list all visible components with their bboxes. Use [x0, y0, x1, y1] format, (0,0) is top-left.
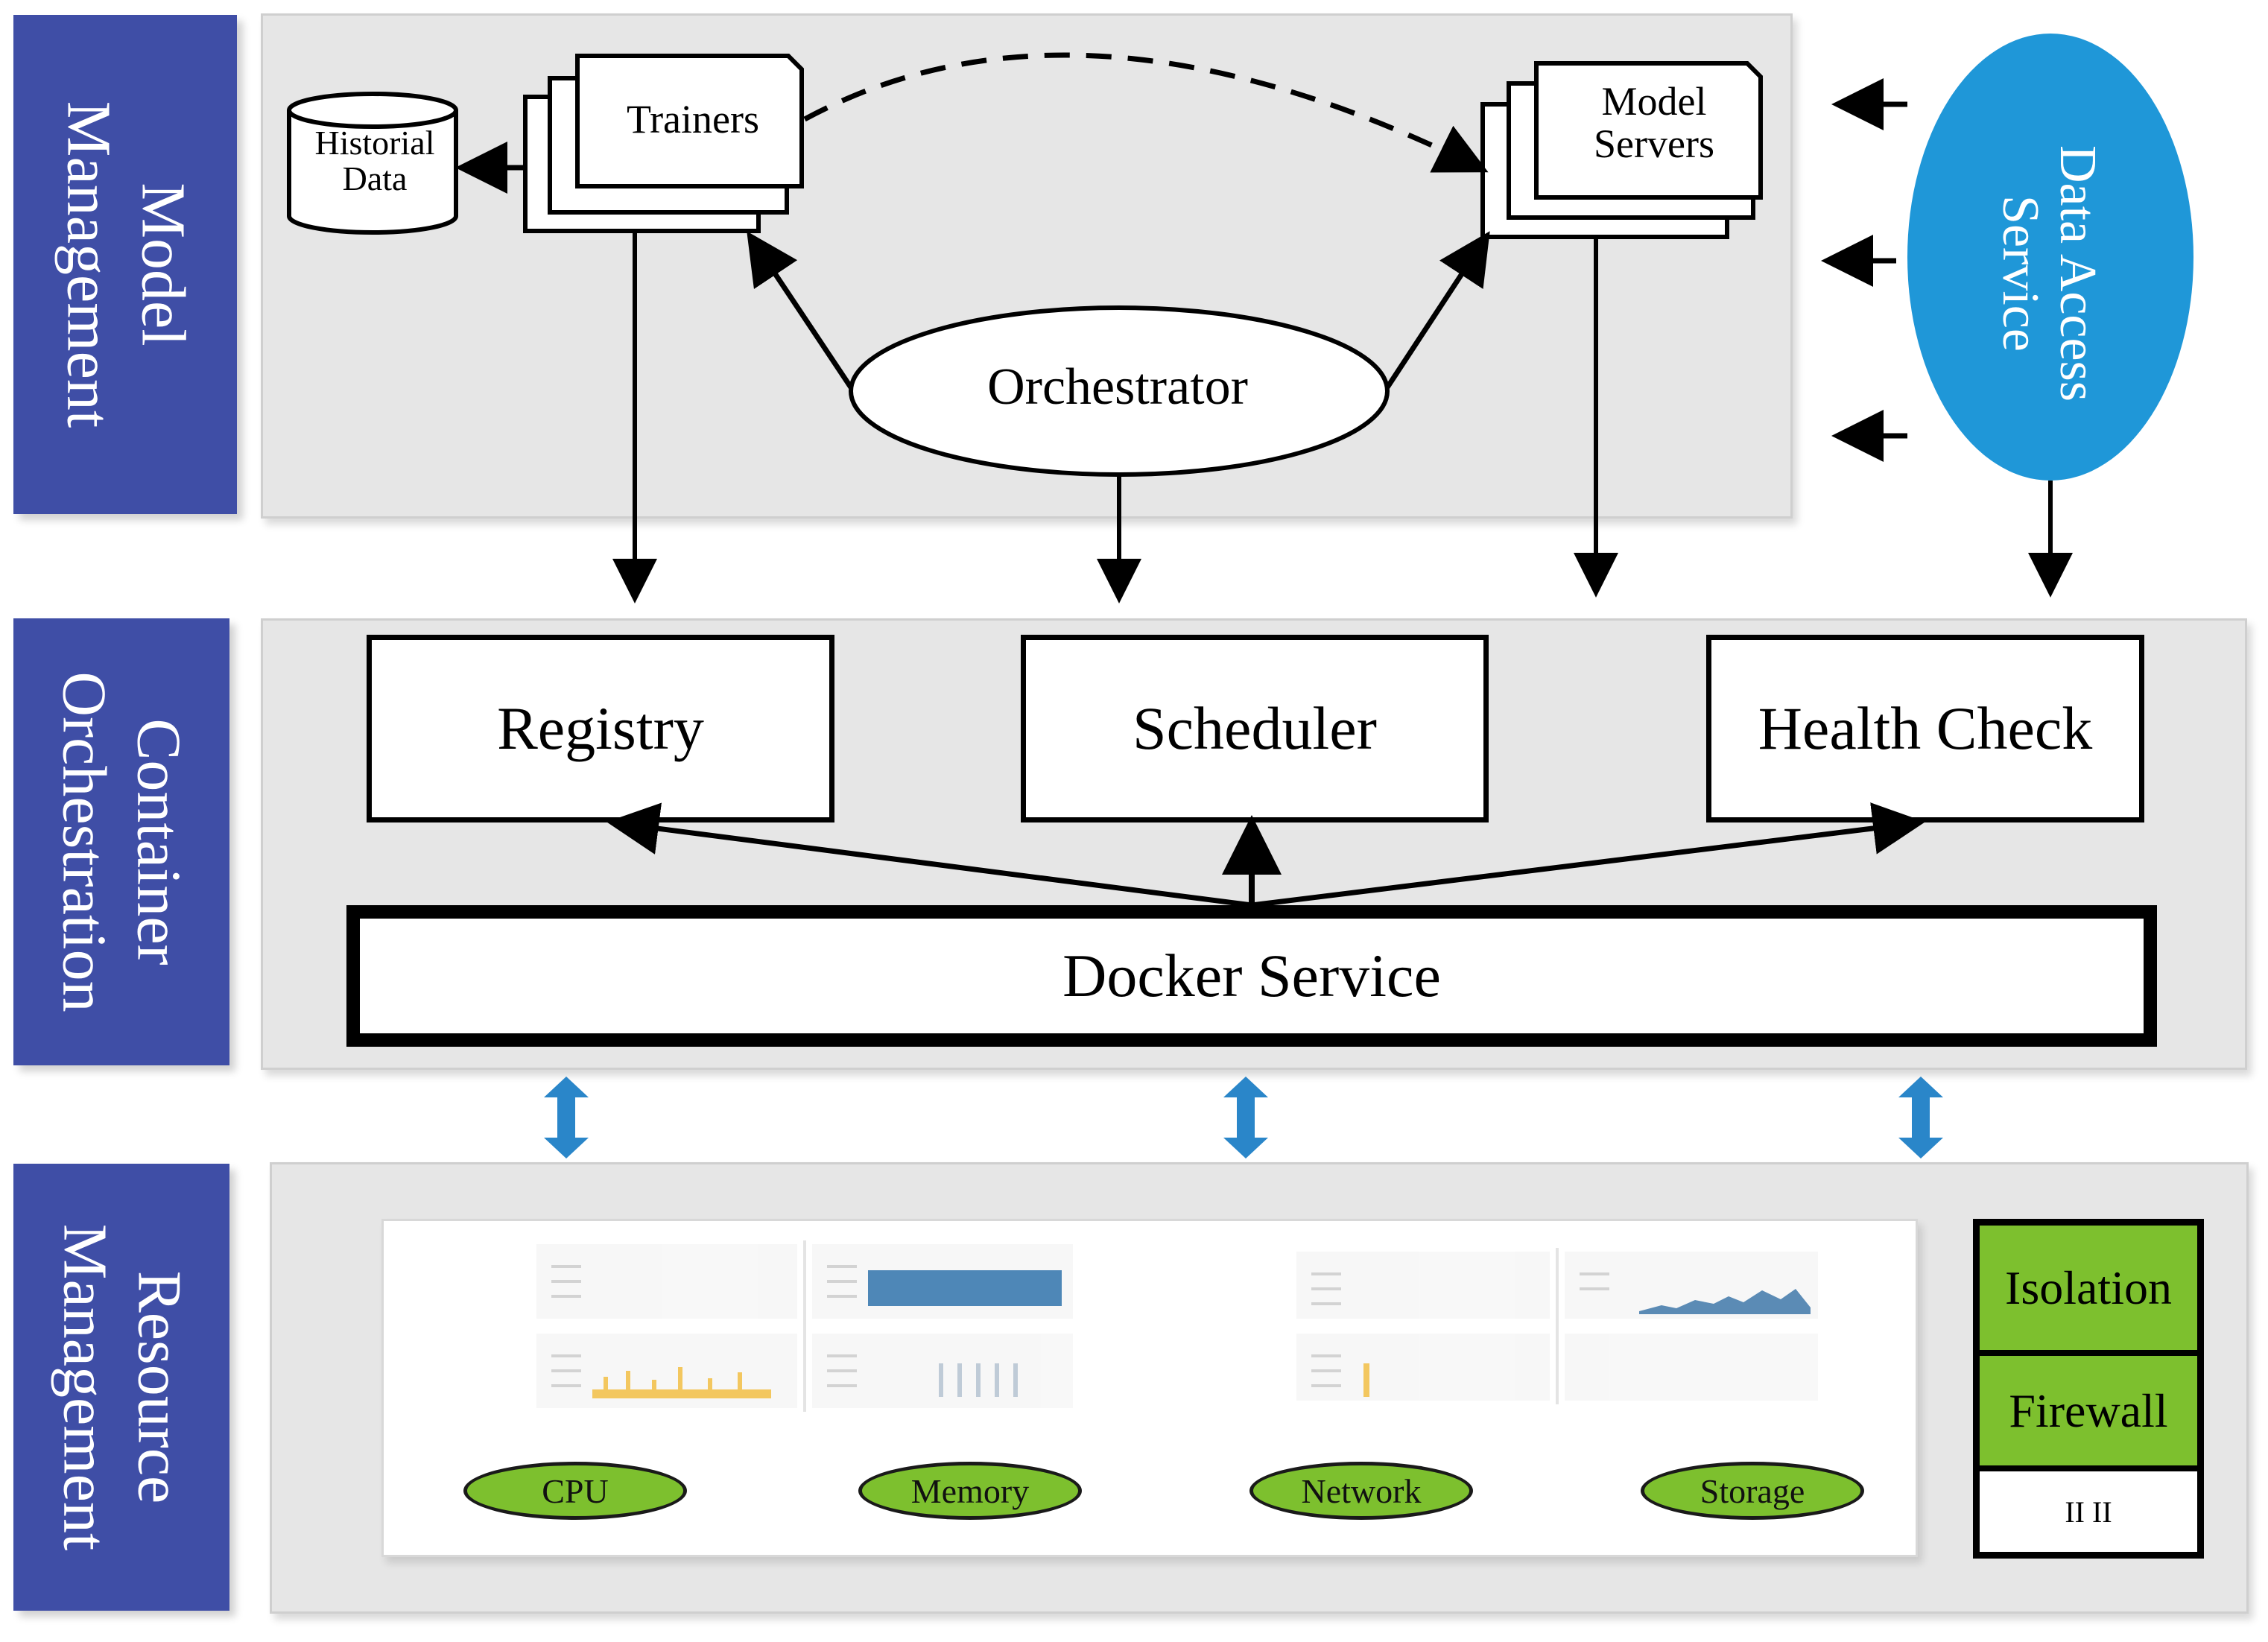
docker-service-arrows	[606, 802, 1925, 908]
data-access-service-ellipse	[1907, 34, 2193, 481]
security-stack: Isolation Firewall II II	[1973, 1219, 2204, 1559]
database-cylinder-icon	[287, 92, 458, 235]
model-servers-label: Model Servers	[1594, 79, 1714, 166]
layer-label-resource-management: Resource Management	[13, 1164, 229, 1611]
resource-pill-cpu[interactable]: CPU	[463, 1462, 687, 1520]
registry-box[interactable]: Registry	[367, 635, 834, 822]
model-servers-stack	[1480, 61, 1763, 239]
resource-pill-storage[interactable]: Storage	[1641, 1462, 1864, 1520]
model-management-diagram	[287, 34, 2193, 603]
resource-pill-network[interactable]: Network	[1249, 1462, 1473, 1520]
other-security-cell: II II	[1980, 1471, 2197, 1552]
health-check-box[interactable]: Health Check	[1706, 635, 2144, 822]
resource-pill-memory[interactable]: Memory	[858, 1462, 1082, 1520]
scheduler-box[interactable]: Scheduler	[1021, 635, 1489, 822]
isolation-cell[interactable]: Isolation	[1980, 1226, 2197, 1356]
trainers-label: Trainers	[626, 97, 759, 142]
docker-service-box[interactable]: Docker Service	[346, 905, 2157, 1047]
double-arrow-icon	[544, 1077, 1943, 1158]
layer-label-text: Resource Management	[50, 1223, 194, 1551]
trainers-stack	[523, 54, 804, 233]
left-arrow-icon	[1821, 78, 1907, 462]
resource-mini-charts	[536, 1240, 1818, 1412]
orchestrator-label: Orchestrator	[987, 358, 1248, 416]
historical-data-label: Historial Data	[314, 124, 435, 198]
firewall-cell[interactable]: Firewall	[1980, 1356, 2197, 1471]
data-access-service-label: Data Access Service	[1992, 145, 2106, 402]
layer-label-model-management: Model Management	[13, 15, 237, 514]
layer-label-container-orchestration: Container Orchestration	[13, 618, 229, 1065]
